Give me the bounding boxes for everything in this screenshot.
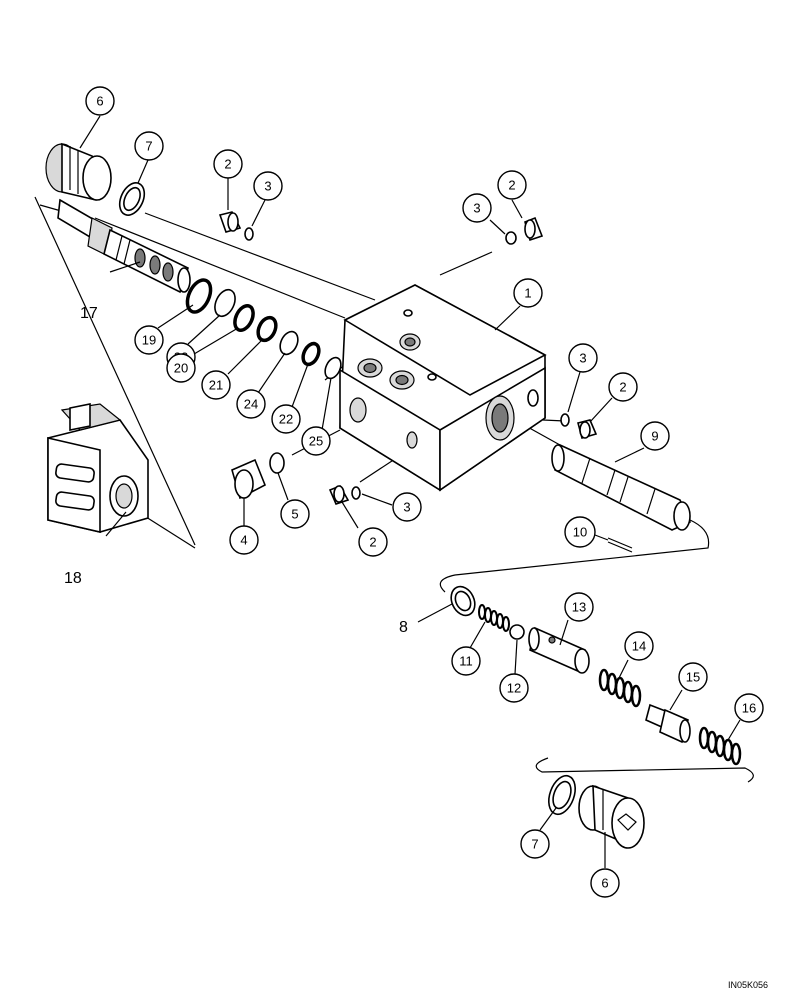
ring-part-8 bbox=[450, 585, 476, 617]
svg-text:3: 3 bbox=[579, 351, 586, 366]
svg-text:20: 20 bbox=[174, 361, 188, 376]
callout-22: 22 bbox=[271, 404, 301, 434]
callout-5: 5 bbox=[280, 499, 310, 529]
callout-3: 3 bbox=[568, 343, 598, 373]
ring-part-7-top bbox=[118, 182, 146, 216]
callout-7: 7 bbox=[134, 131, 164, 161]
callout-6: 6 bbox=[590, 868, 620, 898]
svg-text:7: 7 bbox=[145, 139, 152, 154]
spring-part-14 bbox=[598, 668, 642, 708]
spool-part-9 bbox=[551, 443, 692, 531]
svg-text:9: 9 bbox=[651, 429, 658, 444]
callout-6: 6 bbox=[85, 86, 115, 116]
callout-4: 4 bbox=[229, 525, 259, 555]
callout-leaders bbox=[79, 115, 741, 868]
callout-24: 24 bbox=[236, 389, 266, 419]
label-17: 17 bbox=[80, 305, 98, 322]
callout-19: 19 bbox=[134, 325, 164, 355]
callout-2: 2 bbox=[213, 149, 243, 179]
svg-text:6: 6 bbox=[601, 876, 608, 891]
spring-part-16 bbox=[698, 726, 742, 766]
svg-text:12: 12 bbox=[507, 681, 521, 696]
solenoid-coil-part-18 bbox=[47, 403, 149, 534]
svg-text:4: 4 bbox=[240, 533, 247, 548]
label-18: 18 bbox=[64, 570, 82, 587]
seal-rings bbox=[185, 278, 342, 380]
svg-text:21: 21 bbox=[209, 378, 223, 393]
svg-text:13: 13 bbox=[572, 600, 586, 615]
svg-text:5: 5 bbox=[291, 507, 298, 522]
small-plugs-and-rings bbox=[218, 211, 598, 505]
svg-text:3: 3 bbox=[264, 179, 271, 194]
callout-12: 12 bbox=[499, 673, 529, 703]
svg-text:6: 6 bbox=[96, 94, 103, 109]
svg-text:2: 2 bbox=[369, 535, 376, 550]
svg-text:16: 16 bbox=[742, 701, 756, 716]
plug-part-4-and-ring-5 bbox=[231, 452, 285, 500]
callout-20: 20 bbox=[166, 353, 196, 383]
ring-part-7-bottom bbox=[548, 774, 576, 816]
callout-14: 14 bbox=[624, 631, 654, 661]
pin-part-10 bbox=[607, 537, 633, 553]
sleeve-part-13 bbox=[528, 626, 590, 674]
callout-2: 2 bbox=[497, 170, 527, 200]
svg-text:7: 7 bbox=[531, 837, 538, 852]
callout-21: 21 bbox=[201, 370, 231, 400]
cartridge-part-17 bbox=[57, 198, 191, 294]
callout-15: 15 bbox=[678, 662, 708, 692]
callout-16: 16 bbox=[734, 693, 764, 723]
svg-text:1: 1 bbox=[524, 286, 531, 301]
plug-part-6-bottom bbox=[578, 784, 645, 849]
svg-text:22: 22 bbox=[279, 412, 293, 427]
svg-text:19: 19 bbox=[142, 333, 156, 348]
svg-text:10: 10 bbox=[573, 525, 587, 540]
svg-text:3: 3 bbox=[403, 500, 410, 515]
reference-code: IN05K056 bbox=[728, 980, 768, 990]
callout-3: 3 bbox=[462, 193, 492, 223]
callout-11: 11 bbox=[451, 646, 481, 676]
svg-text:25: 25 bbox=[309, 434, 323, 449]
svg-text:3: 3 bbox=[473, 201, 480, 216]
callout-1: 1 bbox=[513, 278, 543, 308]
callout-13: 13 bbox=[564, 592, 594, 622]
callout-2: 2 bbox=[358, 527, 388, 557]
svg-text:2: 2 bbox=[619, 380, 626, 395]
svg-text:24: 24 bbox=[244, 397, 258, 412]
plug-part-6-top bbox=[45, 142, 112, 201]
callout-7: 7 bbox=[520, 829, 550, 859]
callouts: 6 7 2 3 3 2 1 19 2 3 20 21 24 22 25 3 2 9… bbox=[85, 86, 764, 898]
spring-part-11 bbox=[478, 604, 510, 632]
callout-10: 10 bbox=[564, 516, 596, 548]
ball-part-12 bbox=[509, 624, 525, 640]
svg-text:14: 14 bbox=[632, 639, 646, 654]
callout-2: 2 bbox=[608, 372, 638, 402]
callout-9: 9 bbox=[640, 421, 670, 451]
callout-25: 25 bbox=[301, 426, 331, 456]
svg-text:11: 11 bbox=[459, 654, 473, 669]
callout-3: 3 bbox=[253, 171, 283, 201]
svg-text:2: 2 bbox=[224, 157, 231, 172]
svg-text:15: 15 bbox=[686, 670, 700, 685]
callout-3: 3 bbox=[392, 492, 422, 522]
poppet-part-15 bbox=[645, 703, 691, 744]
label-8: 8 bbox=[399, 619, 408, 636]
assembly-lines bbox=[34, 196, 754, 783]
valve-body-part-1 bbox=[339, 284, 547, 492]
svg-text:2: 2 bbox=[508, 178, 515, 193]
